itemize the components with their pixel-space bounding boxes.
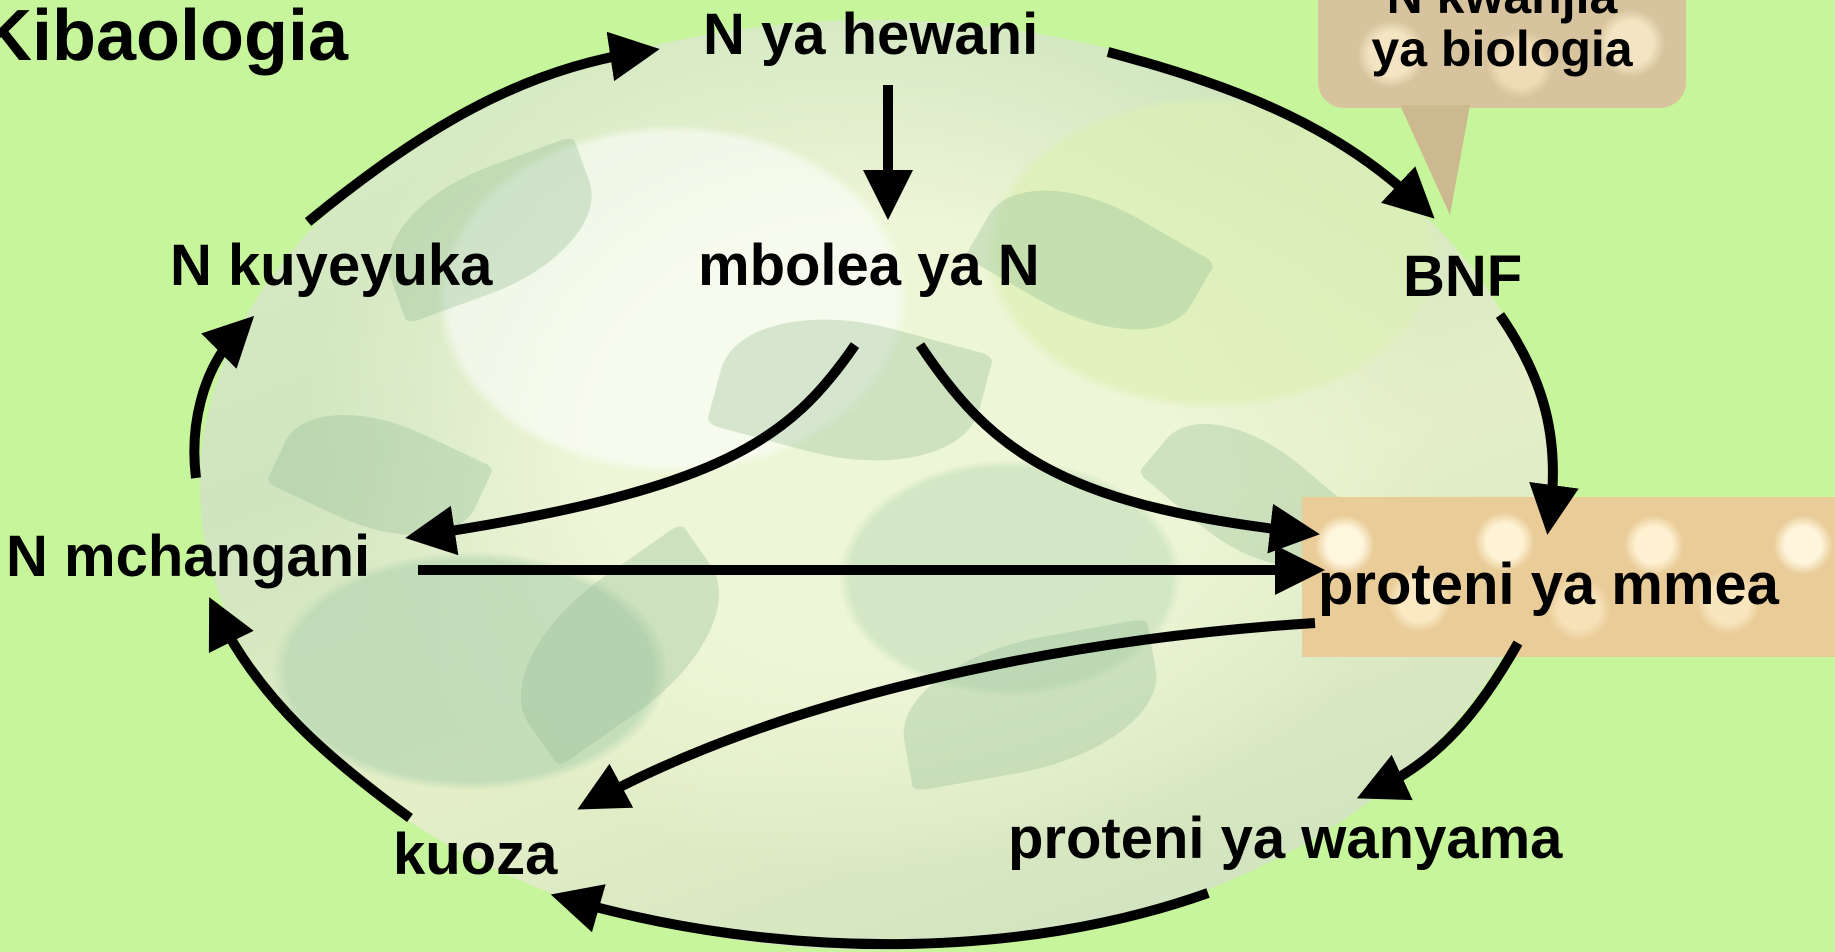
node-plant-protein: proteni ya mmea xyxy=(1318,556,1779,614)
arrow-bnf-to-plant xyxy=(1500,315,1553,515)
node-animal-protein: proteni ya wanyama xyxy=(1008,810,1562,868)
callout-line-1: N kwanjia xyxy=(1318,0,1686,23)
node-decomposition: kuoza xyxy=(393,826,557,884)
arrow-decomp-to-soil xyxy=(218,615,410,818)
callout-text: N kwanjia ya biologia xyxy=(1318,0,1686,75)
arrow-plant-to-decomp xyxy=(595,623,1315,800)
arrow-fert-to-plant xyxy=(920,345,1300,532)
arrow-animal-to-decomp xyxy=(570,893,1208,944)
node-fertilizer-n: mbolea ya N xyxy=(698,237,1040,295)
arrow-plant-to-animal xyxy=(1375,643,1518,790)
node-volatilization: N kuyeyuka xyxy=(170,237,492,295)
arrow-fert-to-soil xyxy=(425,345,855,535)
node-air-n: N ya hewani xyxy=(703,6,1038,64)
arrow-soil-to-volat xyxy=(194,330,240,478)
callout-line-2: ya biologia xyxy=(1318,23,1686,76)
node-soil-n: N mchangani xyxy=(6,528,370,586)
node-bnf: BNF xyxy=(1403,248,1522,306)
arrow-volat-to-air xyxy=(308,52,640,222)
diagram-title: Kibaologia xyxy=(0,0,348,72)
